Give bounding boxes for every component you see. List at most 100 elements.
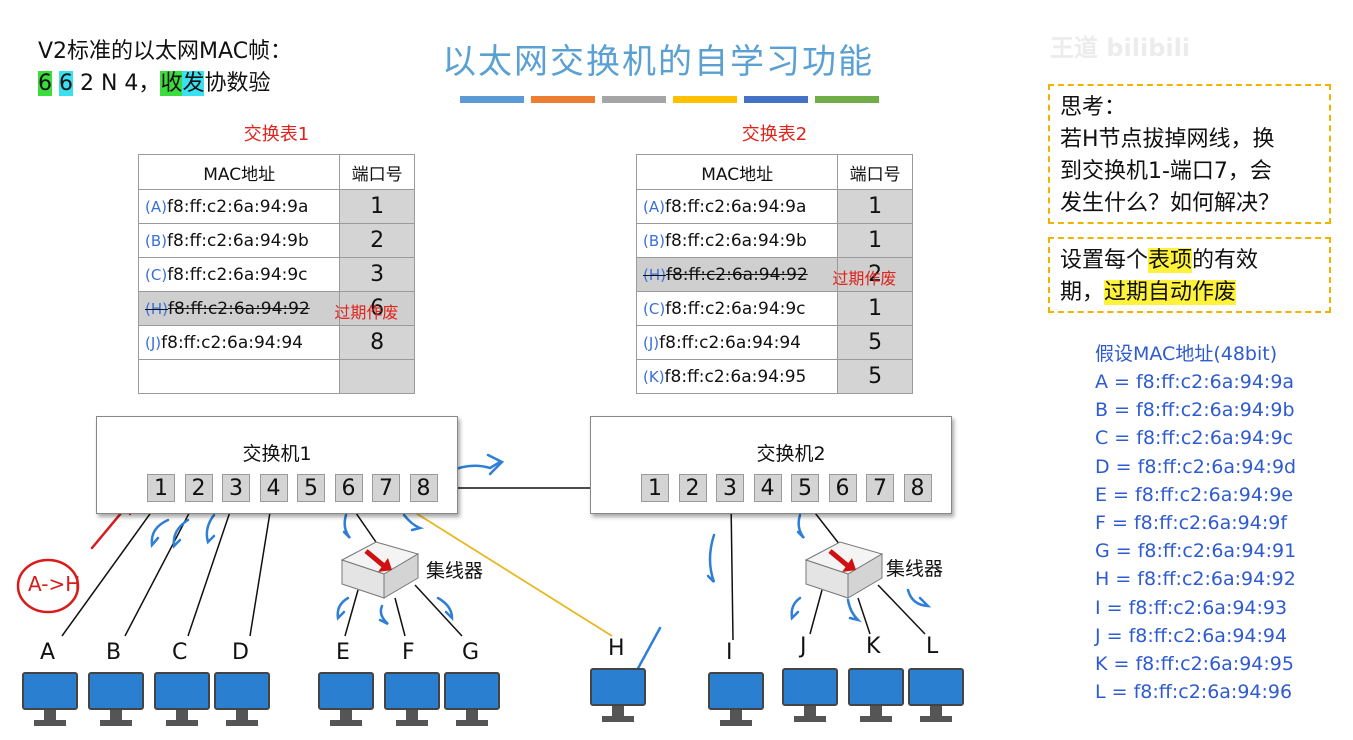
stand — [44, 710, 56, 720]
flow-mark — [205, 513, 216, 545]
flow-mark — [846, 598, 863, 623]
port-value: 1 — [868, 227, 883, 253]
title-bar-segment — [602, 96, 666, 103]
base — [720, 720, 752, 726]
frame-info: V2标准的以太网MAC帧： 6 6 2 N 4，收发协数验 — [38, 36, 292, 100]
port-value: 1 — [370, 193, 385, 219]
wire-i — [730, 499, 734, 641]
mac-cell: (H)f8:ff:c2:6a:94:92 — [137, 291, 341, 326]
port-value: 2 — [370, 227, 385, 253]
stand — [236, 710, 248, 720]
mac-value: f8:ff:c2:6a:94:9c — [167, 264, 308, 285]
hub1-label: 集线器 — [426, 560, 484, 582]
frame-info-line2: 6 6 2 N 4，收发协数验 — [38, 71, 271, 96]
screen — [908, 668, 964, 706]
mac-value: f8:ff:c2:6a:94:9c — [665, 298, 806, 319]
col-header-port: 端口号 — [837, 154, 913, 190]
port-value: 2 — [868, 261, 883, 287]
stand — [406, 710, 418, 720]
switch1-port-7: 7 — [372, 474, 400, 502]
screen — [318, 672, 374, 710]
port-cell: 1 — [339, 189, 415, 224]
mac-cell: (K)f8:ff:c2:6a:94:95 — [635, 359, 839, 394]
stand — [466, 710, 478, 720]
flow-mark — [172, 518, 190, 549]
wire-h-moved — [394, 499, 613, 637]
col-header-port: 端口号 — [339, 154, 415, 190]
switch2-port-1: 1 — [641, 474, 669, 502]
computer-icon — [444, 672, 500, 730]
switch2-port-4: 4 — [753, 474, 782, 502]
mac-cell: (B)f8:ff:c2:6a:94:9b — [137, 223, 341, 258]
base — [330, 720, 362, 726]
port-value: 8 — [370, 329, 385, 355]
host-label-a: A — [40, 640, 56, 665]
mac-value: f8:ff:c2:6a:94:94 — [659, 332, 801, 353]
port-value: 6 — [370, 295, 385, 321]
host-label-k: K — [866, 634, 881, 659]
computer-icon — [154, 672, 210, 730]
switch1-port-2: 2 — [184, 474, 213, 502]
hub1-right — [383, 553, 419, 599]
screen — [384, 672, 440, 710]
frame-src-mac: 6 — [59, 71, 73, 96]
stand — [930, 706, 942, 716]
flow-mark — [378, 604, 389, 626]
mac-value: f8:ff:c2:6a:94:94 — [161, 332, 303, 353]
think-line: 到交换机1-端口7，会 — [1060, 159, 1272, 184]
hub2-arrow-icon — [828, 549, 850, 568]
mac-list-item: E = f8:ff:c2:6a:94:9e — [1095, 483, 1294, 506]
mac-cell: (C)f8:ff:c2:6a:94:9c — [137, 257, 341, 292]
flow-mark — [436, 596, 454, 622]
flow-mark — [906, 588, 932, 608]
switch1-port-5: 5 — [297, 474, 325, 502]
host-label-j: J — [800, 634, 807, 659]
base — [34, 720, 66, 726]
mac-list-item: D = f8:ff:c2:6a:94:9d — [1095, 455, 1297, 478]
screen — [88, 672, 144, 710]
mac-value: f8:ff:c2:6a:94:92 — [167, 298, 310, 319]
switch1-port-6: 6 — [334, 474, 363, 502]
wire-k — [857, 597, 871, 635]
hub2-arrowhead — [842, 558, 856, 572]
host-label-e: E — [336, 640, 350, 665]
host-label-c: C — [172, 640, 188, 665]
flow-mark — [402, 513, 425, 532]
port-cell: 5 — [837, 359, 913, 394]
mac-cell — [137, 359, 341, 394]
switch1-port-4: 4 — [259, 474, 288, 502]
solution-box: 设置每个表项的有效 期，过期自动作废 — [1048, 237, 1331, 313]
annotation-text: A->H — [28, 572, 81, 596]
computer-icon — [88, 672, 144, 730]
port-cell: 8 — [339, 325, 415, 360]
mac-cell: (C)f8:ff:c2:6a:94:9c — [635, 291, 839, 326]
switch2-port-7: 7 — [866, 474, 894, 502]
switch2-port-2: 2 — [678, 474, 707, 502]
screen — [590, 668, 646, 706]
computer-icon — [22, 672, 78, 730]
wire-d — [249, 499, 273, 637]
think-line: 发生什么？如何解决？ — [1060, 191, 1281, 216]
mac-list-item: F = f8:ff:c2:6a:94:9f — [1095, 512, 1288, 535]
hub1-arrow-icon — [364, 549, 386, 568]
wire-g — [414, 584, 463, 637]
computer-icon — [384, 672, 440, 730]
switch2-port-5: 5 — [791, 474, 819, 502]
wire-a — [61, 499, 161, 637]
frame-send: 发 — [182, 71, 205, 96]
base — [226, 720, 258, 726]
mac-list-item: G = f8:ff:c2:6a:94:91 — [1095, 540, 1297, 563]
computer-icon — [708, 672, 764, 730]
wire-f — [394, 597, 406, 637]
title-bar-segment — [815, 96, 879, 103]
stand — [340, 710, 352, 720]
stand — [870, 706, 882, 716]
